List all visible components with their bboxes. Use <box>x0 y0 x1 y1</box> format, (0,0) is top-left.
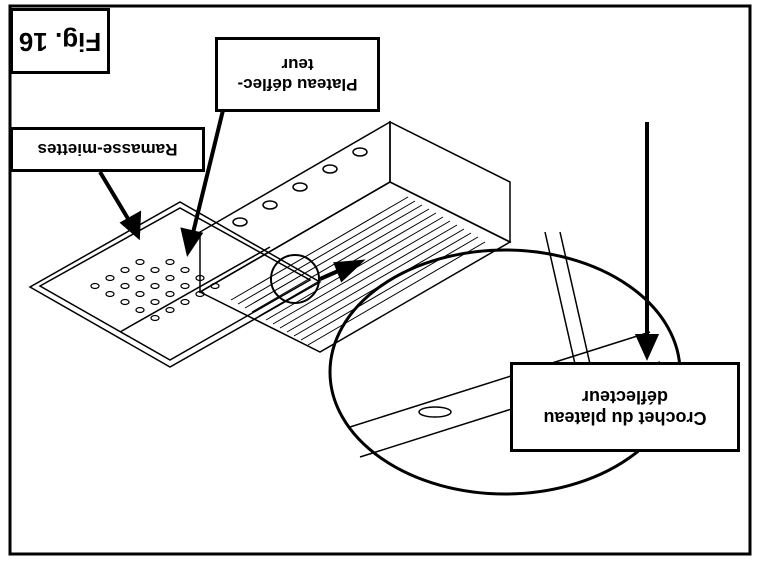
deflector-tray-callout: Plateau déflec- teur <box>215 37 380 112</box>
pointer-arrows <box>98 101 660 361</box>
control-knobs <box>232 147 368 227</box>
hook-callout: Crochet du plateau déflecteur <box>510 362 740 452</box>
arrow-deflector-tray <box>190 101 227 238</box>
grill-grate <box>230 196 486 346</box>
deflector-holes <box>90 258 220 322</box>
hook-callout-line2: déflecteur <box>581 387 669 407</box>
figure-number-label: Fig. 16 <box>10 8 110 74</box>
deflector-callout-line2: teur <box>281 55 314 75</box>
grill-base-unit <box>198 120 512 353</box>
figure-frame <box>8 4 752 556</box>
hook-callout-line1: Crochet du plateau <box>543 407 707 428</box>
hook-highlight-circle <box>270 254 320 304</box>
crumb-tray-drawing <box>28 201 322 368</box>
crumb-tray-outline <box>28 201 322 368</box>
grill-front-face <box>389 120 511 244</box>
crumb-tray-callout-text: Ramasse-miettes <box>37 140 178 160</box>
figure-number-text: Fig. 16 <box>18 26 102 57</box>
deflector-divider <box>119 246 271 333</box>
crumb-tray-callout: Ramasse-miettes <box>10 127 205 172</box>
deflector-callout-line1: Plateau déflec- <box>237 75 358 95</box>
arrow-crumb-tray <box>98 170 132 224</box>
